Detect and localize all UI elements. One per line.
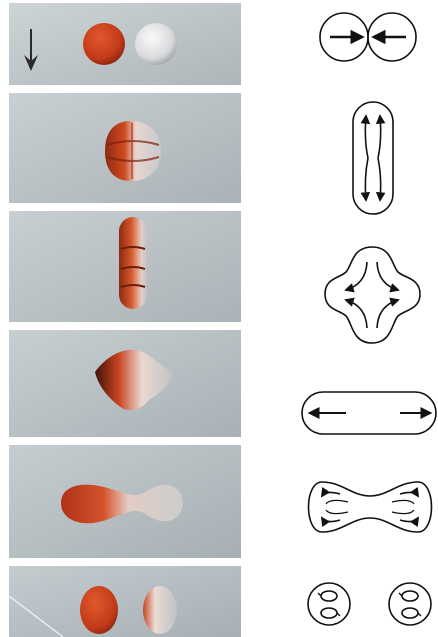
vortex-icon [402,608,418,618]
vortex-icon [400,492,418,496]
diagram-3-lobed [325,247,420,343]
flow-arrow-icon [365,116,368,158]
vortex-icon [402,591,418,601]
flow-arrow-icon [378,158,381,200]
vortex-icon [321,591,337,601]
flow-arrow-icon [377,300,398,328]
vortex-icon [322,492,340,496]
vortex-icon [321,608,337,618]
diagram-6-separated [308,583,431,625]
diagram-5-dumbbell [309,482,432,532]
diagram-1-approach [320,13,416,61]
flow-arrow-icon [365,158,368,200]
flow-arrow-icon [378,116,381,158]
vortex-icon [400,518,418,522]
diagram-4-horizontal [302,392,436,434]
diagram-2-vertical [353,102,393,214]
vortex-icon [322,518,340,522]
flow-arrow-icon [346,300,367,328]
